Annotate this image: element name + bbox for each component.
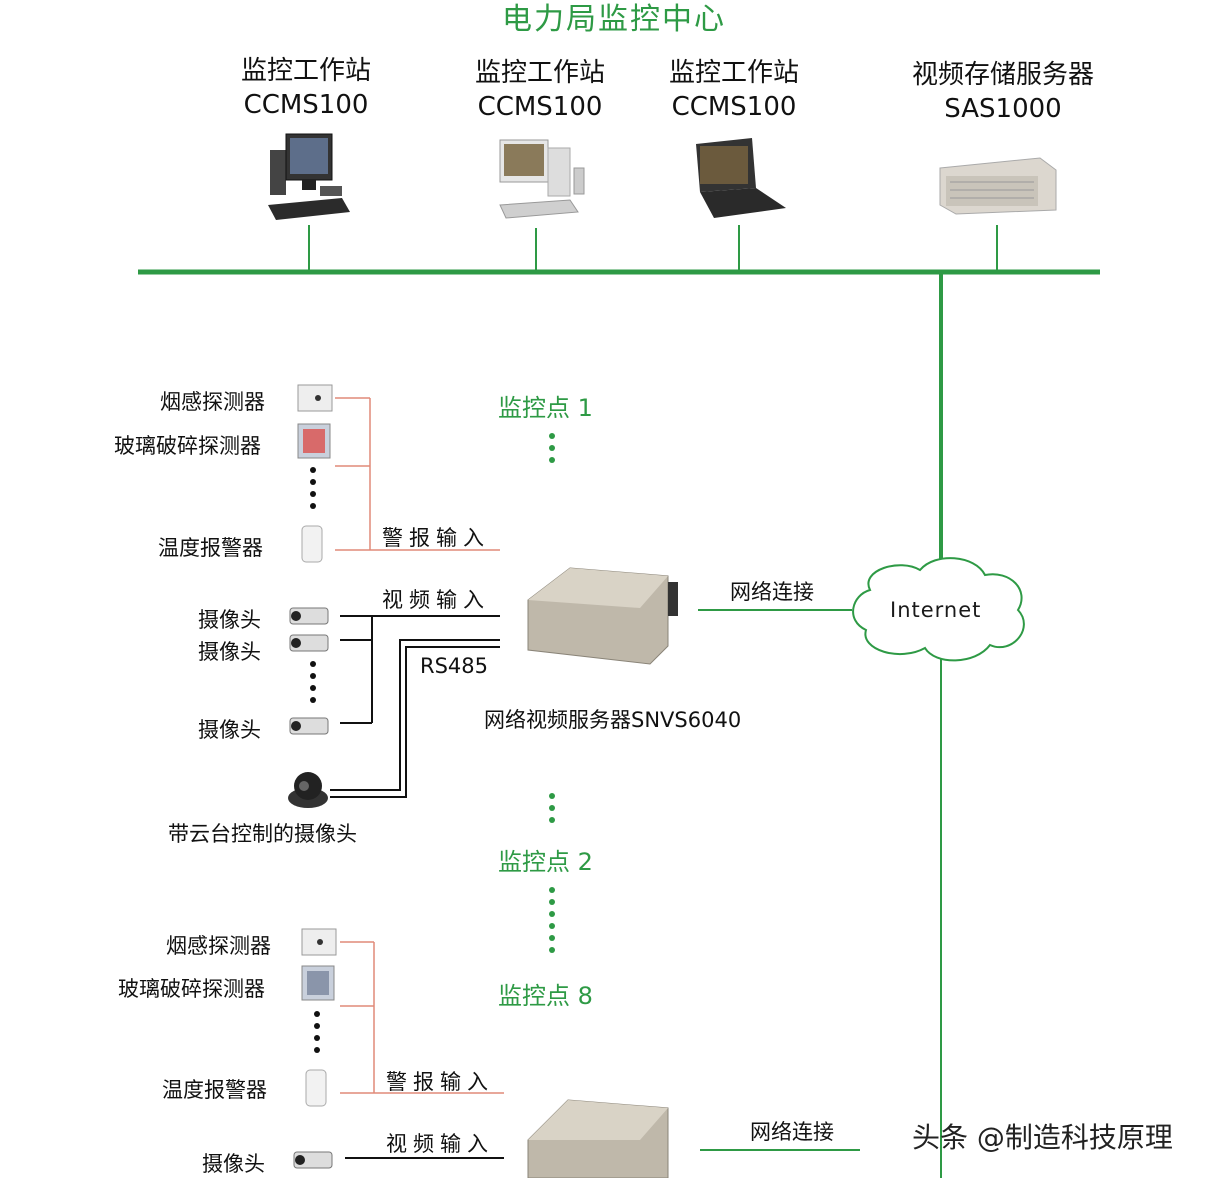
smoke-detector-icon bbox=[297, 384, 333, 412]
workstation-1-name: 监控工作站 bbox=[240, 56, 371, 86]
desktop-computer-icon bbox=[268, 133, 350, 220]
storage-server-model: SAS1000 bbox=[944, 94, 1062, 124]
camera-icon bbox=[289, 717, 329, 735]
rs485-label: RS485 bbox=[420, 654, 489, 678]
sensor-ellipsis bbox=[314, 1011, 320, 1053]
network-video-server-icon bbox=[527, 567, 678, 665]
smoke-detector-label: 烟感探测器 bbox=[166, 934, 271, 958]
video-input-label: 视频输入 bbox=[382, 588, 490, 612]
temperature-alarm-label: 温度报警器 bbox=[158, 536, 263, 560]
temperature-alarm-icon bbox=[305, 1069, 327, 1107]
video-input-label: 视频输入 bbox=[386, 1132, 494, 1156]
camera-label: 摄像头 bbox=[198, 608, 261, 632]
site-ellipsis bbox=[549, 433, 555, 953]
camera-label: 摄像头 bbox=[198, 640, 261, 664]
workstation-1-label: 监控工作站 CCMS100 bbox=[206, 54, 406, 122]
monitoring-point-2-label: 监控点 2 bbox=[498, 848, 593, 876]
smoke-detector-label: 烟感探测器 bbox=[160, 390, 265, 414]
workstation-2-name: 监控工作站 bbox=[474, 58, 605, 88]
workstation-1-model: CCMS100 bbox=[243, 90, 369, 120]
laptop-icon bbox=[696, 138, 786, 218]
camera-label: 摄像头 bbox=[202, 1152, 265, 1176]
network-link-label: 网络连接 bbox=[750, 1120, 834, 1144]
workstation-2-label: 监控工作站 CCMS100 bbox=[440, 56, 640, 124]
temperature-alarm-icon bbox=[301, 525, 323, 563]
glass-break-detector-label: 玻璃破碎探测器 bbox=[118, 977, 265, 1001]
monitoring-point-1-label: 监控点 1 bbox=[498, 394, 593, 422]
workstation-3-label: 监控工作站 CCMS100 bbox=[634, 56, 834, 124]
sensor-ellipsis bbox=[310, 467, 316, 509]
camera-ellipsis bbox=[310, 661, 316, 703]
network-video-server-icon bbox=[527, 1099, 669, 1178]
glass-break-detector-icon bbox=[297, 423, 331, 459]
monitoring-point-8-label: 监控点 8 bbox=[498, 982, 593, 1010]
network-link-label: 网络连接 bbox=[730, 580, 814, 604]
workstation-2-model: CCMS100 bbox=[477, 92, 603, 122]
camera-icon bbox=[293, 1151, 333, 1169]
camera-label: 摄像头 bbox=[198, 718, 261, 742]
glass-break-detector-icon bbox=[301, 965, 335, 1001]
internet-label: Internet bbox=[890, 598, 982, 622]
glass-break-detector-label: 玻璃破碎探测器 bbox=[114, 434, 261, 458]
internet-cloud-icon bbox=[852, 557, 1025, 662]
alarm-input-label: 警报输入 bbox=[386, 1070, 494, 1094]
ptz-camera-icon bbox=[288, 772, 328, 808]
watermark: 头条 @制造科技原理 bbox=[912, 1121, 1173, 1154]
storage-server-name: 视频存储服务器 bbox=[911, 60, 1094, 90]
smoke-detector-icon bbox=[301, 928, 337, 956]
camera-icon bbox=[289, 634, 329, 652]
workstation-3-name: 监控工作站 bbox=[668, 58, 799, 88]
workstation-3-model: CCMS100 bbox=[671, 92, 797, 122]
diagram-title: 电力局监控中心 bbox=[502, 2, 726, 37]
alarm-input-label: 警报输入 bbox=[382, 526, 490, 550]
ptz-camera-label: 带云台控制的摄像头 bbox=[168, 822, 357, 846]
storage-server-label: 视频存储服务器 SAS1000 bbox=[880, 58, 1126, 126]
rack-server-icon bbox=[939, 157, 1057, 215]
network-video-server-label: 网络视频服务器SNVS6040 bbox=[484, 708, 742, 732]
desktop-computer-icon bbox=[499, 139, 585, 219]
camera-icon bbox=[289, 607, 329, 625]
temperature-alarm-label: 温度报警器 bbox=[162, 1078, 267, 1102]
